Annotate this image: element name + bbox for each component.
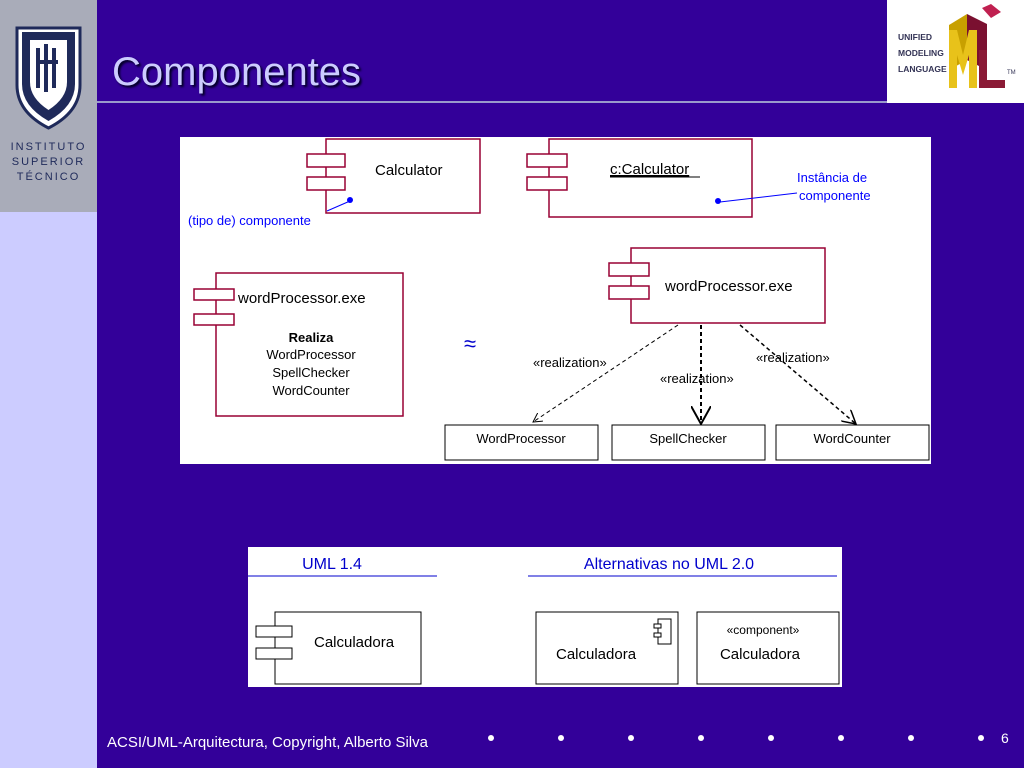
footer-dot xyxy=(558,735,564,741)
notation-comparison-svg: UML 1.4 Alternativas no UML 2.0 Calculad… xyxy=(248,556,840,685)
realization-arrow-left xyxy=(533,324,679,422)
ist-logo-line-3: TÉCNICO xyxy=(16,171,81,183)
footer-dot xyxy=(698,735,704,741)
realization-label-middle: «realization» xyxy=(660,371,734,386)
component-diagram-svg: Calculator c:Calculator (tipo de) compon… xyxy=(188,138,930,461)
component-notation-comparison: UML 1.4 Alternativas no UML 2.0 Calculad… xyxy=(248,547,842,687)
component-diagram-top: Calculator c:Calculator (tipo de) compon… xyxy=(180,137,931,464)
class-box-wordprocessor-label: WordProcessor xyxy=(476,431,566,446)
uml-logo-line-1: UNIFIED xyxy=(898,32,932,42)
wordprocessor-left-label: wordProcessor.exe xyxy=(237,290,366,307)
type-note-connector xyxy=(326,200,351,212)
instance-note-line-2: componente xyxy=(799,188,871,203)
realiza-title: Realiza xyxy=(289,330,335,345)
ist-logo: INSTITUTO SUPERIOR TÉCNICO xyxy=(0,0,97,212)
class-box-wordprocessor xyxy=(444,424,599,461)
footer-dot xyxy=(838,735,844,741)
class-box-spellchecker-label: SpellChecker xyxy=(649,431,727,446)
ist-logo-line-2: SUPERIOR xyxy=(11,156,86,168)
wordprocessor-right-label: wordProcessor.exe xyxy=(664,278,793,295)
calculator-component: Calculator xyxy=(306,138,481,214)
footer-dot xyxy=(978,735,984,741)
calculator-label: Calculator xyxy=(375,162,443,179)
slide-footer: ACSI/UML-Arquitectura, Copyright, Albert… xyxy=(107,734,428,751)
ist-logo-line-1: INSTITUTO xyxy=(10,141,87,153)
realiza-item-2: SpellChecker xyxy=(272,365,350,380)
footer-dot xyxy=(768,735,774,741)
uml-logo-line-3: LANGUAGE xyxy=(898,64,947,74)
realization-arrow-right xyxy=(739,324,856,424)
footer-dots xyxy=(488,735,988,755)
ist-shield-icon xyxy=(15,26,82,130)
page-number: 6 xyxy=(1001,730,1009,746)
calculator-instance-component: c:Calculator xyxy=(526,138,753,218)
uml20-heading: Alternativas no UML 2.0 xyxy=(584,556,754,573)
calculator-instance-label: c:Calculator xyxy=(610,161,689,178)
uml20-component-stereotype-box: «component» Calculadora xyxy=(696,611,840,685)
uml20-icon-box-label: Calculadora xyxy=(556,646,637,663)
uml20-stereotype: «component» xyxy=(727,623,800,637)
type-note-dot xyxy=(347,197,353,203)
uml14-box-label: Calculadora xyxy=(314,634,395,651)
class-box-wordcounter xyxy=(775,424,930,461)
type-note-text: (tipo de) componente xyxy=(188,213,311,228)
instance-note-dot xyxy=(715,198,721,204)
component-icon xyxy=(653,618,672,645)
instance-note-connector xyxy=(719,192,798,203)
slide-title: Componentes xyxy=(112,50,362,94)
instance-note-line-1: Instância de xyxy=(797,170,867,185)
wordprocessor-left-component: wordProcessor.exe Realiza WordProcessor … xyxy=(193,272,404,417)
realization-label-left: «realization» xyxy=(533,355,607,370)
uml14-component-box: Calculadora xyxy=(255,611,422,685)
footer-dot xyxy=(488,735,494,741)
realization-label-right: «realization» xyxy=(756,350,830,365)
uml20-stereotype-box-label: Calculadora xyxy=(720,646,801,663)
realiza-item-3: WordCounter xyxy=(272,383,350,398)
class-box-spellchecker xyxy=(611,424,766,461)
wordprocessor-right-component: wordProcessor.exe xyxy=(608,247,826,324)
uml-logo-line-2: MODELING xyxy=(898,48,944,58)
uml-cube-icon: TM xyxy=(949,4,1016,88)
footer-dot xyxy=(908,735,914,741)
uml-tm: TM xyxy=(1007,70,1016,76)
class-box-wordcounter-label: WordCounter xyxy=(813,431,891,446)
realiza-item-1: WordProcessor xyxy=(266,347,356,362)
uml-logo: UNIFIED MODELING LANGUAGE TM xyxy=(887,0,1024,103)
title-underline xyxy=(97,101,887,103)
footer-dot xyxy=(628,735,634,741)
uml20-component-icon-box: Calculadora xyxy=(535,611,679,685)
uml14-heading: UML 1.4 xyxy=(302,556,362,573)
approx-symbol: ≈ xyxy=(464,331,476,356)
